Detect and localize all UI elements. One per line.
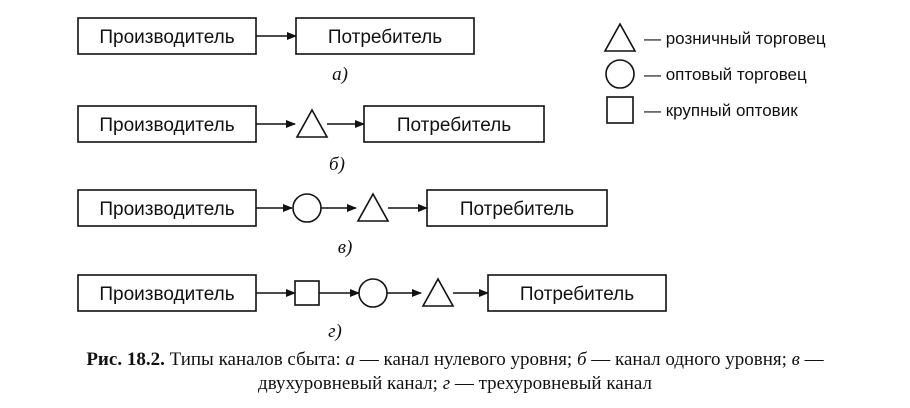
retailer-triangle-icon: [421, 277, 455, 307]
caption-letter-v: в: [791, 349, 800, 370]
caption-text-v: — двухуровневый канал;: [258, 349, 824, 394]
caption-text-b: — канал одного уровня;: [586, 349, 792, 370]
producer-label: Производитель: [99, 27, 234, 48]
consumer-label: Потребитель: [328, 27, 442, 48]
channel-variant-a: Производитель Потребитель а): [77, 17, 475, 85]
legend-square-label: — крупный оптовик: [644, 101, 798, 120]
caption-text-g: — трехуровневый канал: [450, 373, 652, 394]
caption-text-a: — канал нулевого уровня;: [355, 349, 577, 370]
variant-label: б): [329, 154, 345, 175]
channel-diagram: Производитель Потребитель а) Производите…: [77, 17, 826, 342]
consumer-box: [426, 189, 608, 227]
consumer-box: [295, 17, 475, 55]
legend-circle-icon: [605, 59, 635, 89]
caption-letter-b: б: [576, 349, 587, 370]
producer-label: Производитель: [99, 199, 234, 220]
variant-label: г): [328, 321, 342, 342]
caption-intro: Типы каналов сбыта:: [164, 349, 346, 370]
legend: — розничный торговец — оптовый торговец …: [603, 22, 826, 124]
producer-label: Производитель: [99, 284, 234, 305]
channel-variant-b: Производитель Потребитель б): [77, 105, 545, 175]
producer-label: Производитель: [99, 115, 234, 136]
variant-label: в): [338, 237, 353, 258]
channel-variant-v: Производитель Потребитель в): [77, 189, 608, 258]
caption-letter-a: а: [345, 349, 356, 370]
legend-triangle-label: — розничный торговец: [644, 29, 826, 48]
wholesaler-circle-icon: [358, 278, 388, 308]
consumer-label: Потребитель: [460, 199, 574, 220]
consumer-label: Потребитель: [397, 115, 511, 136]
consumer-box: [487, 274, 667, 312]
caption-figure-number: Рис. 18.2.: [86, 349, 165, 370]
variant-label: а): [332, 64, 348, 85]
channel-variant-g: Производитель Потребитель г): [77, 274, 667, 342]
legend-square-icon: [606, 96, 634, 124]
consumer-label: Потребитель: [520, 284, 634, 305]
legend-circle-label: — оптовый торговец: [644, 65, 807, 84]
wholesaler-circle-icon: [292, 193, 322, 223]
retailer-triangle-icon: [356, 192, 390, 222]
caption-letter-g: г: [442, 373, 451, 394]
large-wholesaler-square-icon: [294, 280, 320, 306]
figure-caption: Рис. 18.2. Типы каналов сбыта: а — канал…: [60, 348, 850, 396]
retailer-triangle-icon: [295, 108, 329, 138]
consumer-box: [363, 105, 545, 143]
legend-triangle-icon: [603, 22, 637, 52]
